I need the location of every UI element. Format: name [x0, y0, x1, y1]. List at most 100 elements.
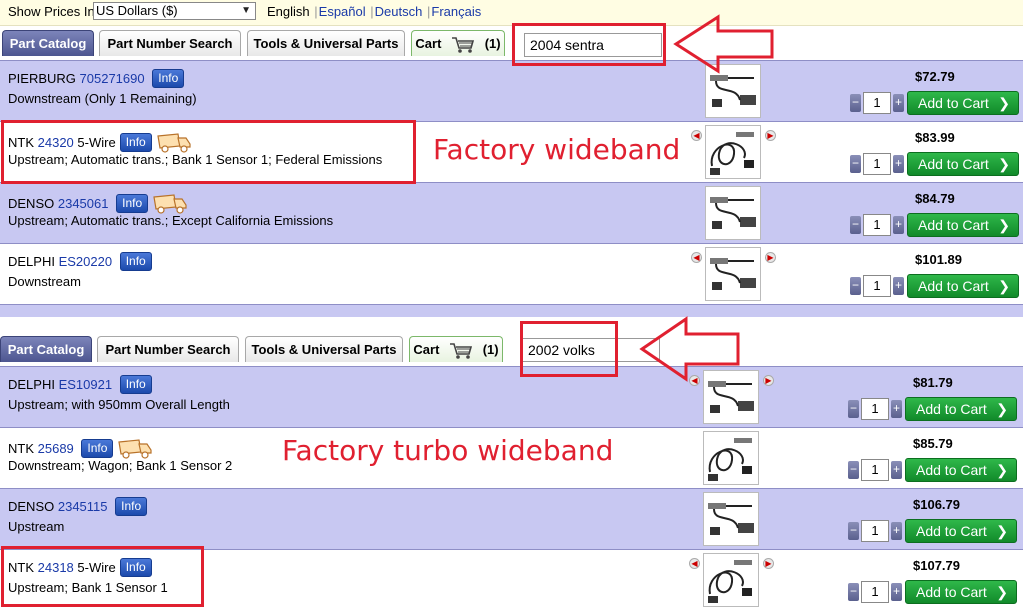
quantity-value[interactable]: 1	[863, 275, 891, 297]
sensor-thumbnail[interactable]	[705, 64, 761, 118]
quantity-stepper[interactable]: −1+	[850, 153, 904, 175]
cart-icon	[450, 342, 473, 359]
next-image-icon[interactable]: ▶	[765, 252, 776, 263]
add-to-cart-button[interactable]: Add to Cart❯	[907, 91, 1019, 115]
next-image-icon[interactable]: ▶	[763, 558, 774, 569]
add-to-cart-button[interactable]: Add to Cart ❯	[905, 458, 1017, 482]
sensor-thumbnail[interactable]	[703, 553, 759, 607]
minus-button[interactable]: −	[850, 277, 861, 295]
sensor-thumbnail[interactable]	[705, 186, 761, 240]
tab-tools-universal[interactable]: Tools & Universal Parts	[247, 30, 405, 56]
part-number-link[interactable]: 2345061	[57, 195, 109, 211]
plus-button[interactable]: +	[893, 155, 904, 173]
minus-button[interactable]: −	[850, 94, 861, 112]
product-description: Upstream; Bank 1 Sensor 1	[8, 580, 168, 595]
brand: DENSO	[8, 499, 55, 514]
vehicle-search-input[interactable]: 2004 sentra	[524, 33, 662, 57]
sensor-thumbnail[interactable]	[705, 125, 761, 179]
quantity-value[interactable]: 1	[861, 459, 889, 481]
add-to-cart-label: Add to Cart	[916, 462, 987, 478]
minus-button[interactable]: −	[848, 461, 859, 479]
tab-part-catalog[interactable]: Part Catalog	[0, 336, 92, 362]
plus-button[interactable]: +	[891, 461, 902, 479]
part-number-link[interactable]: 24320	[37, 134, 74, 150]
chevron-right-icon: ❯	[996, 523, 1008, 539]
part-number-link[interactable]: 2345115	[57, 499, 108, 514]
sensor-thumbnail[interactable]	[705, 247, 761, 301]
quantity-stepper[interactable]: −1+	[850, 92, 904, 114]
price: $107.79	[913, 558, 960, 573]
tab-tools-universal[interactable]: Tools & Universal Parts	[245, 336, 403, 362]
brand: DELPHI	[8, 377, 55, 392]
minus-button[interactable]: −	[850, 216, 861, 234]
quantity-value[interactable]: 1	[861, 581, 889, 603]
lang-francais[interactable]: Français	[431, 4, 482, 19]
sensor-thumbnail[interactable]	[703, 370, 759, 424]
plus-button[interactable]: +	[891, 400, 902, 418]
plus-button[interactable]: +	[891, 583, 902, 601]
quantity-stepper[interactable]: −1+	[848, 581, 902, 603]
plus-button[interactable]: +	[893, 216, 904, 234]
next-image-icon[interactable]: ▶	[765, 130, 776, 141]
quantity-stepper[interactable]: −1+	[848, 459, 902, 481]
plus-button[interactable]: +	[893, 94, 904, 112]
tab-part-catalog[interactable]: Part Catalog	[2, 30, 94, 56]
part-number-link[interactable]: 705271690	[79, 71, 145, 86]
add-to-cart-button[interactable]: Add to Cart❯	[907, 213, 1019, 237]
quantity-value[interactable]: 1	[861, 398, 889, 420]
chevron-right-icon: ❯	[996, 462, 1008, 478]
quantity-stepper[interactable]: −1+	[850, 214, 904, 236]
part-number-link[interactable]: 25689	[37, 440, 74, 456]
prev-image-icon[interactable]: ◀	[691, 130, 702, 141]
tab-part-number-search[interactable]: Part Number Search	[99, 30, 241, 56]
plus-button[interactable]: +	[891, 522, 902, 540]
add-to-cart-button[interactable]: Add to Cart❯	[905, 397, 1017, 421]
quantity-value[interactable]: 1	[863, 214, 891, 236]
quantity-value[interactable]: 1	[863, 92, 891, 114]
add-to-cart-button[interactable]: Add to Cart❯	[907, 152, 1019, 176]
add-to-cart-button[interactable]: Add to Cart❯	[907, 274, 1019, 298]
quantity-stepper[interactable]: −1+	[848, 520, 902, 542]
add-to-cart-button[interactable]: Add to Cart❯	[905, 519, 1017, 543]
part-number-link[interactable]: ES20220	[58, 254, 113, 269]
sensor-thumbnail[interactable]	[703, 431, 759, 485]
tab-cart[interactable]: Cart (1)	[409, 336, 503, 362]
prev-image-icon[interactable]: ◀	[689, 558, 700, 569]
info-button[interactable]: Info	[81, 438, 114, 458]
currency-select[interactable]: US Dollars ($) ▼	[93, 2, 256, 20]
vehicle-search-input[interactable]: 2002 volks	[522, 338, 660, 362]
info-button[interactable]: Info	[116, 193, 149, 213]
tab-part-number-search[interactable]: Part Number Search	[97, 336, 239, 362]
info-button[interactable]: Info	[119, 375, 152, 394]
part-number-link[interactable]: 24318	[37, 560, 74, 575]
tab-cart[interactable]: Cart (1)	[411, 30, 505, 56]
quantity-value[interactable]: 1	[861, 520, 889, 542]
next-image-icon[interactable]: ▶	[763, 375, 774, 386]
minus-button[interactable]: −	[850, 155, 861, 173]
lang-espanol[interactable]: Español	[318, 4, 366, 19]
quantity-value[interactable]: 1	[863, 153, 891, 175]
minus-button[interactable]: −	[848, 583, 859, 601]
lang-deutsch[interactable]: Deutsch	[374, 4, 423, 19]
product-title: DENSO 2345115 Info	[8, 497, 148, 516]
minus-button[interactable]: −	[848, 400, 859, 418]
quantity-stepper[interactable]: −1+	[848, 398, 902, 420]
plus-button[interactable]: +	[893, 277, 904, 295]
info-button[interactable]: Info	[119, 132, 152, 152]
info-button[interactable]: Info	[119, 252, 152, 271]
info-button[interactable]: Info	[119, 558, 152, 577]
sensor-thumbnail[interactable]	[703, 492, 759, 546]
minus-button[interactable]: −	[848, 522, 859, 540]
quantity-stepper[interactable]: −1+	[850, 275, 904, 297]
add-to-cart-label: Add to Cart	[918, 278, 989, 294]
cart-label: Cart	[413, 342, 440, 357]
part-number-link[interactable]: ES10921	[58, 377, 113, 392]
info-button[interactable]: Info	[115, 497, 148, 516]
info-button[interactable]: Info	[152, 69, 185, 88]
add-to-cart-button[interactable]: Add to Cart❯	[905, 580, 1017, 604]
brand: NTK	[8, 440, 34, 456]
prev-image-icon[interactable]: ◀	[689, 375, 700, 386]
prev-image-icon[interactable]: ◀	[691, 252, 702, 263]
